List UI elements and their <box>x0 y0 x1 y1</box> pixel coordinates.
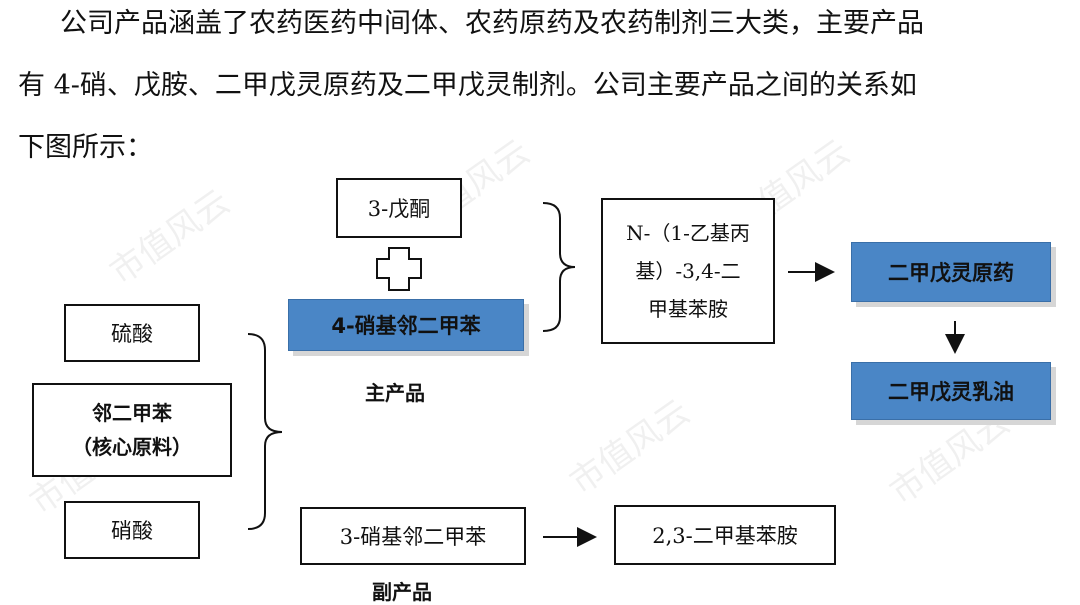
box-2-3-dimethylaniline: 2,3-二甲基苯胺 <box>614 505 836 565</box>
box-3-pentanone: 3-戊酮 <box>336 178 462 238</box>
box-pendimethalin-ec: 二甲戊灵乳油 <box>851 362 1051 420</box>
plus-icon <box>376 247 422 291</box>
brace-right-bottom <box>247 333 283 530</box>
o-xylene-note: （核心原料） <box>72 435 192 459</box>
o-xylene-name: 邻二甲苯 <box>92 401 172 425</box>
box-pendimethalin-technical: 二甲戊灵原药 <box>851 242 1051 302</box>
paragraph-line-1: 公司产品涵盖了农药医药中间体、农药原药及农药制剂三大类，主要产品 <box>60 8 924 39</box>
box-3-nitro-o-xylene: 3-硝基邻二甲苯 <box>300 507 526 565</box>
intermediate-line-2: 基）-3,4-二 <box>635 259 741 283</box>
by-product-label: 副产品 <box>372 580 432 604</box>
box-o-xylene: 邻二甲苯 （核心原料） <box>32 383 232 477</box>
paragraph-line-3: 下图所示： <box>18 132 153 163</box>
intermediate-line-1: N-（1-乙基丙 <box>626 221 750 245</box>
box-sulfuric-acid: 硫酸 <box>64 304 200 362</box>
box-nitric-acid: 硝酸 <box>64 501 200 559</box>
paragraph-line-2: 有 4-硝、戊胺、二甲戊灵原药及二甲戊灵制剂。公司主要产品之间的关系如 <box>18 70 917 101</box>
box-4-nitro-o-xylene: 4-硝基邻二甲苯 <box>288 299 524 351</box>
intermediate-line-3: 甲基苯胺 <box>648 297 728 321</box>
box-intermediate-amine: N-（1-乙基丙 基）-3,4-二 甲基苯胺 <box>601 198 775 344</box>
brace-right-top <box>542 202 576 332</box>
main-product-label: 主产品 <box>365 381 425 405</box>
